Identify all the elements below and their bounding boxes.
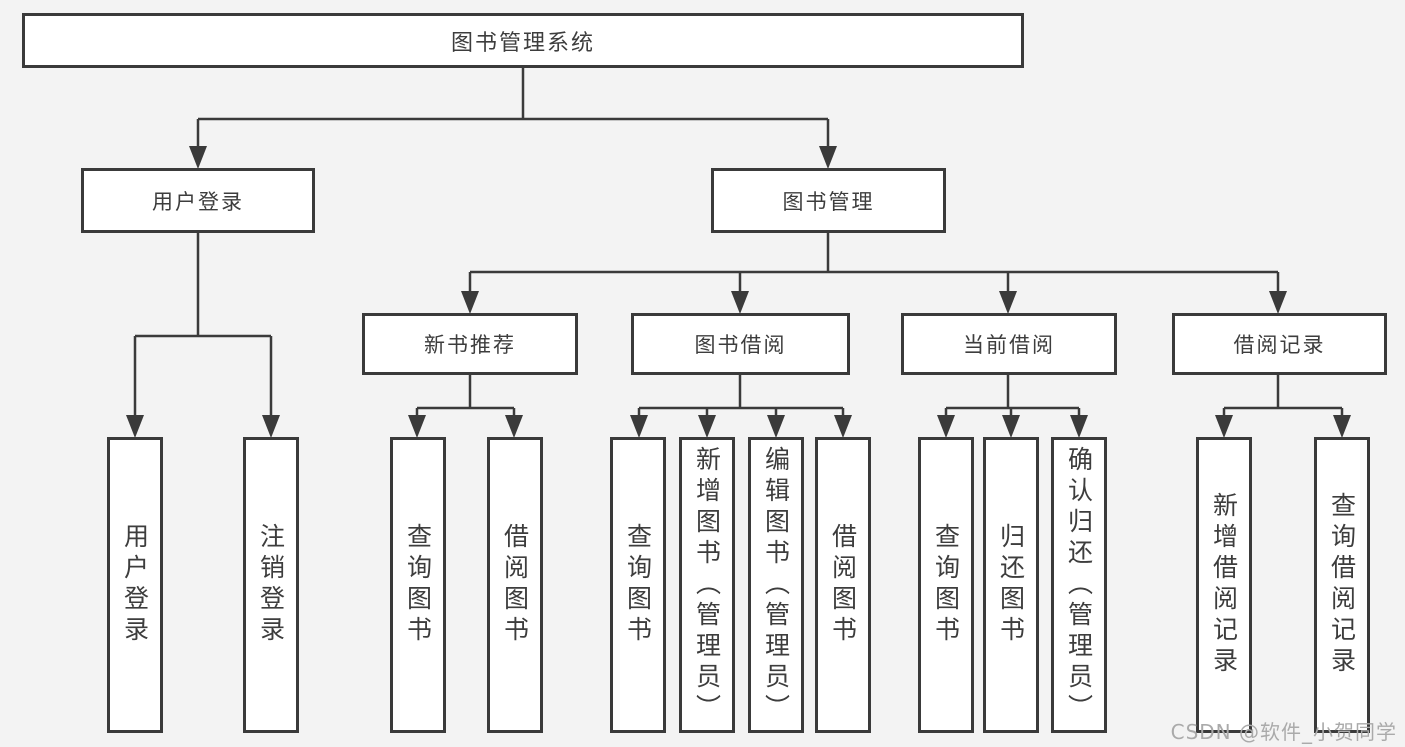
- node-root-system: 图书管理系统: [22, 13, 1024, 68]
- node-group-current-borrow: 当前借阅: [901, 313, 1117, 375]
- csdn-watermark: CSDN @软件_小贺同学: [1170, 720, 1397, 744]
- leaf-edit-books-admin: 编辑图书（管理员）: [748, 437, 804, 733]
- leaf-user-login: 用户登录: [107, 437, 163, 733]
- leaf-query-books-3: 查询图书: [918, 437, 974, 733]
- leaf-add-borrow-record: 新增借阅记录: [1196, 437, 1252, 733]
- leaf-confirm-return-admin: 确认归还（管理员）: [1051, 437, 1107, 733]
- node-user-login-branch: 用户登录: [81, 168, 315, 233]
- leaf-borrow-books-1: 借阅图书: [487, 437, 543, 733]
- leaf-query-books-1: 查询图书: [390, 437, 446, 733]
- leaf-label: 查询图书: [623, 523, 653, 647]
- node-group-new-book-recommend: 新书推荐: [362, 313, 578, 375]
- leaf-label: 查询图书: [931, 523, 961, 647]
- leaf-label: 借阅图书: [828, 523, 858, 647]
- node-group-borrow-records: 借阅记录: [1172, 313, 1387, 375]
- leaf-label: 借阅图书: [500, 523, 530, 647]
- arrowheads: [126, 146, 1351, 438]
- leaf-return-books: 归还图书: [983, 437, 1039, 733]
- node-group-book-borrow: 图书借阅: [631, 313, 850, 375]
- leaf-label: 查询图书: [403, 523, 433, 647]
- leaf-label: 注销登录: [256, 523, 286, 647]
- leaf-logout: 注销登录: [243, 437, 299, 733]
- node-book-manage-branch: 图书管理: [711, 168, 946, 233]
- leaf-label: 确认归还（管理员）: [1064, 445, 1094, 725]
- leaf-label: 编辑图书（管理员）: [761, 445, 791, 725]
- leaf-label: 用户登录: [120, 523, 150, 647]
- leaf-label: 新增图书（管理员）: [692, 445, 722, 725]
- leaf-query-borrow-record: 查询借阅记录: [1314, 437, 1370, 733]
- leaf-borrow-books-2: 借阅图书: [815, 437, 871, 733]
- leaf-query-books-2: 查询图书: [610, 437, 666, 733]
- leaf-label: 新增借阅记录: [1209, 492, 1239, 678]
- leaf-label: 查询借阅记录: [1327, 492, 1357, 678]
- leaf-add-books-admin: 新增图书（管理员）: [679, 437, 735, 733]
- leaf-label: 归还图书: [996, 523, 1026, 647]
